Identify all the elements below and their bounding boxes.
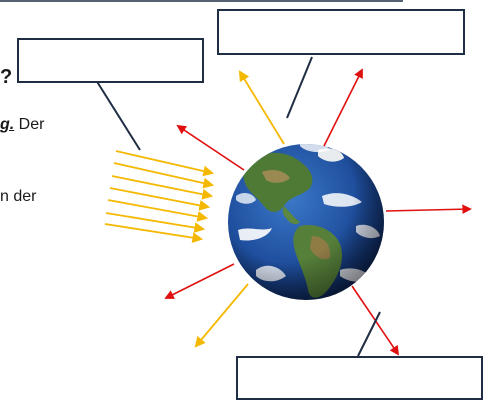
sun-ray [113, 162, 215, 189]
underlined-fragment: g. [0, 116, 15, 133]
connector-line-left [95, 79, 141, 151]
text-line-n-der: n der [0, 188, 37, 205]
answer-box-bottom[interactable] [236, 356, 483, 400]
sun-ray [107, 199, 209, 222]
reflected-arrow [194, 283, 249, 348]
sun-ray [105, 212, 206, 233]
text-line-der: g. Der [0, 116, 44, 134]
answer-box-top[interactable] [217, 9, 465, 55]
text-fragment-der: Der [14, 116, 45, 133]
incoming-sunlight-rays [104, 150, 215, 244]
earth-globe [228, 144, 384, 300]
sun-ray [104, 223, 204, 244]
question-mark-text: ? [0, 66, 13, 88]
reflected-arrows [194, 70, 285, 348]
emitted-arrow [164, 263, 235, 299]
emitted-arrow [323, 68, 363, 147]
sun-ray [109, 187, 211, 211]
emitted-arrow [385, 204, 472, 214]
connector-line-bottom [357, 311, 381, 357]
connector-lines [95, 56, 381, 357]
reflected-arrow [238, 70, 285, 145]
answer-box-left[interactable] [17, 38, 204, 83]
sun-ray [115, 150, 215, 177]
sun-ray [111, 175, 214, 200]
emitted-arrow [176, 124, 245, 171]
connector-line-top [286, 56, 313, 119]
